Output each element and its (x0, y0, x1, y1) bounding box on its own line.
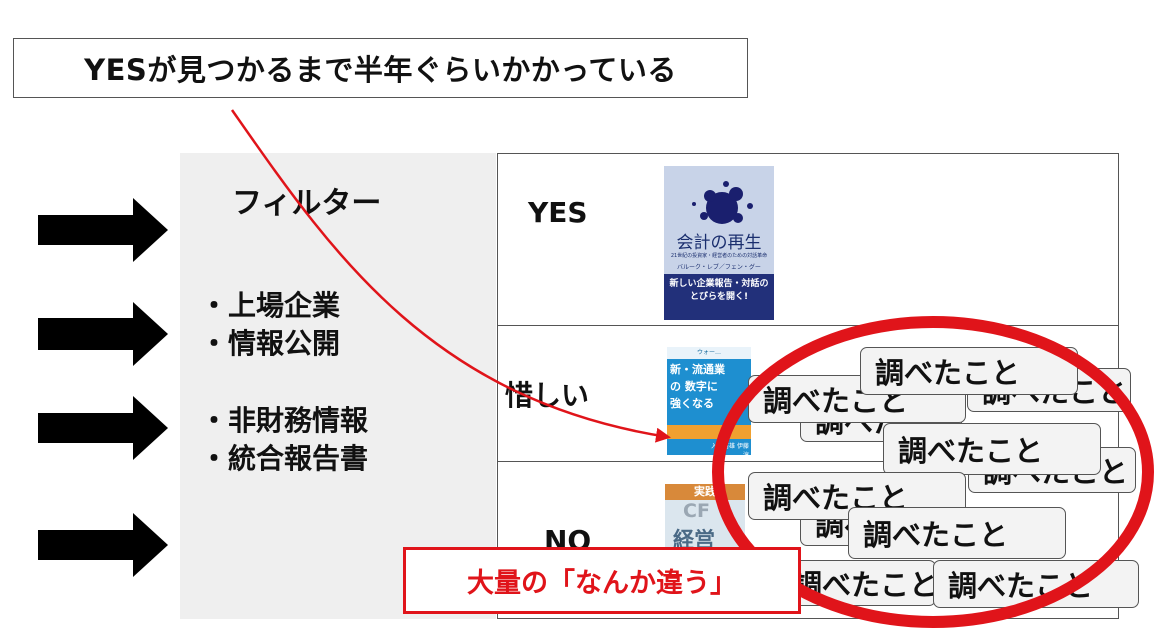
many-mismatches-label: 大量の「なんか違う」 (403, 547, 801, 614)
pointer-curve (232, 110, 668, 437)
